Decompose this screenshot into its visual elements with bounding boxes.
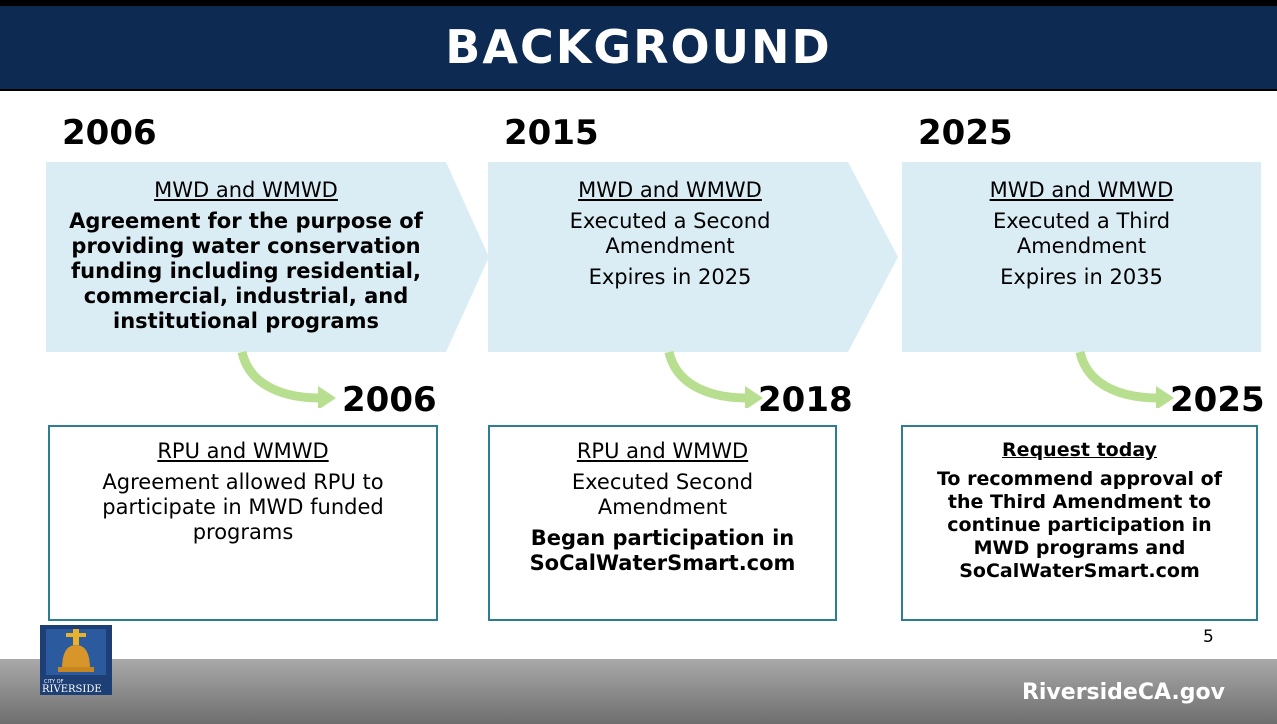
bottom-box-1-text: RPU and WMWD Agreement allowed RPU to pa… <box>50 439 436 545</box>
year-label-2018: 2018 <box>758 380 853 420</box>
top-box-1-line: Agreement for the purpose of <box>69 209 423 233</box>
top-box-1-line: commercial, industrial, and <box>83 284 409 308</box>
bottom-box-3-bold-line: MWD programs and <box>973 537 1186 559</box>
bottom-box-2: RPU and WMWD Executed Second Amendment B… <box>488 425 837 621</box>
bottom-box-2-line: Executed Second <box>571 470 754 494</box>
bottom-box-3-text: Request today To recommend approval of t… <box>903 439 1256 583</box>
logo-city-of-text: CITY OF <box>44 679 64 685</box>
top-box-1-line: providing water conservation <box>71 234 421 258</box>
top-box-1-text: MWD and WMWD Agreement for the purpose o… <box>56 178 436 334</box>
timeline-chevron-2015 <box>488 162 898 352</box>
bottom-box-3-bold-line: To recommend approval of <box>937 468 1222 490</box>
bottom-box-2-text: RPU and WMWD Executed Second Amendment B… <box>490 439 835 576</box>
bottom-box-3-bold-line: SoCalWaterSmart.com <box>959 560 1200 582</box>
bottom-box-1: RPU and WMWD Agreement allowed RPU to pa… <box>48 425 438 621</box>
bottom-box-3-bold-line: the Third Amendment to <box>947 491 1212 513</box>
top-box-3-expiry: Expires in 2035 <box>1000 265 1163 289</box>
top-box-2-line: Executed a Second <box>569 209 771 233</box>
top-box-2-heading: MWD and WMWD <box>578 178 762 202</box>
curved-arrow-icon <box>1075 350 1174 408</box>
curved-arrow-icon <box>237 350 336 408</box>
top-box-3-heading: MWD and WMWD <box>989 178 1174 202</box>
bottom-box-1-line: participate in MWD funded <box>102 495 384 519</box>
top-box-1-line: funding including residential, <box>71 259 421 283</box>
slide-title: BACKGROUND <box>445 20 832 74</box>
year-label-2006: 2006 <box>62 113 157 153</box>
bottom-box-3: Request today To recommend approval of t… <box>901 425 1258 621</box>
title-banner: BACKGROUND <box>0 0 1277 91</box>
bottom-box-2-line: Amendment <box>597 495 728 519</box>
year-label-2015: 2015 <box>504 113 599 153</box>
timeline-box-2025 <box>902 162 1261 352</box>
top-box-3-text: MWD and WMWD Executed a Third Amendment … <box>902 178 1261 290</box>
bottom-box-1-heading: RPU and WMWD <box>157 439 329 463</box>
bottom-box-2-bold-line: Began participation in <box>530 526 795 550</box>
top-box-1-line: institutional programs <box>113 309 379 333</box>
footer-url: RiversideCA.gov <box>1021 680 1225 705</box>
top-box-3-line: Amendment <box>1016 234 1147 258</box>
top-box-1-heading: MWD and WMWD <box>154 178 338 202</box>
top-box-2-expiry: Expires in 2025 <box>588 265 752 289</box>
page-number: 5 <box>1203 627 1214 647</box>
year-label-2025-bottom: 2025 <box>1170 380 1265 420</box>
top-box-2-text: MWD and WMWD Executed a Second Amendment… <box>500 178 840 290</box>
year-label-2006-bottom: 2006 <box>342 380 437 420</box>
bottom-box-3-bold-line: continue participation in <box>947 514 1212 536</box>
footer-bar <box>0 659 1277 724</box>
request-today-heading: Request today <box>1002 439 1157 461</box>
top-box-3-line: Executed a Third <box>992 209 1171 233</box>
bottom-box-2-bold-line: SoCalWaterSmart.com <box>529 551 796 575</box>
timeline-chevron-2006 <box>46 162 489 352</box>
year-label-2025: 2025 <box>918 113 1013 153</box>
city-of-riverside-logo: CITY OF RIVERSIDE <box>40 625 112 695</box>
curved-arrow-icon <box>664 350 763 408</box>
top-box-2-line: Amendment <box>605 234 735 258</box>
logo-riverside-text: RIVERSIDE <box>42 684 102 695</box>
bottom-box-1-line: Agreement allowed RPU to <box>102 470 384 494</box>
bottom-box-2-heading: RPU and WMWD <box>576 439 749 463</box>
bottom-box-1-line: programs <box>192 520 294 544</box>
